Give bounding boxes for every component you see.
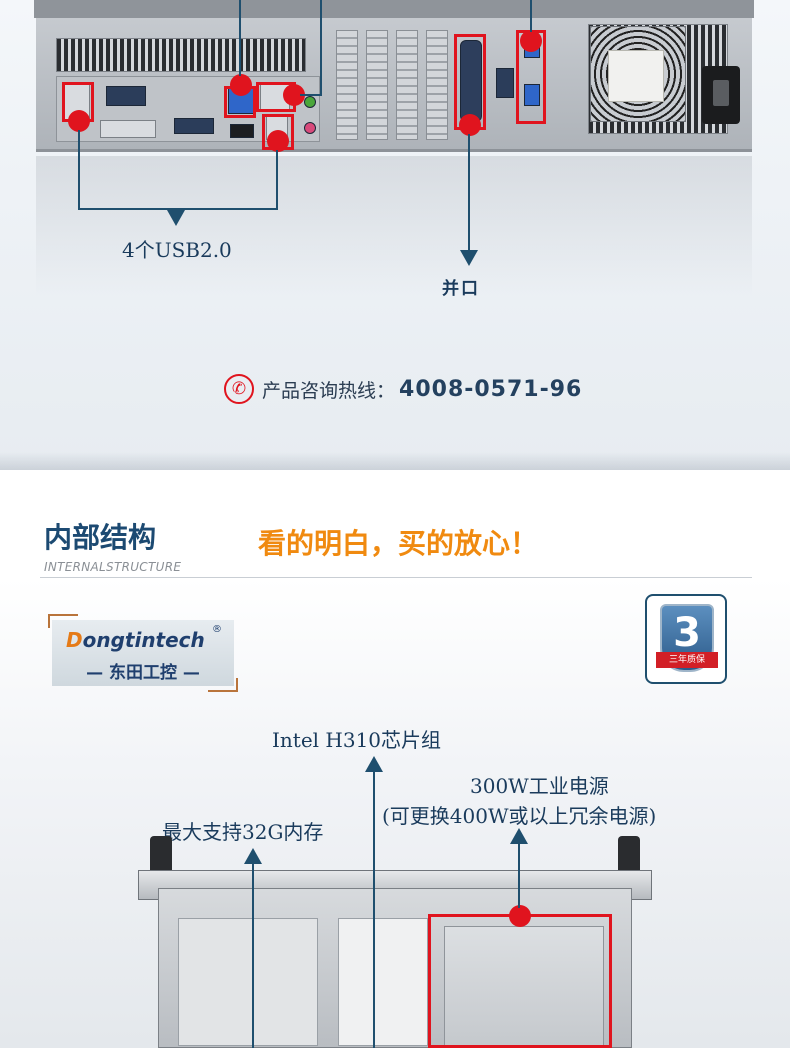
marker-dot [267,130,289,152]
warranty-badge: 3 三年质保 [645,594,727,684]
psu-callout-line1: 300W工业电源 [470,774,609,798]
registered-mark: ® [212,624,222,635]
marker-dot [509,905,531,927]
arrow-down-icon [460,250,478,266]
marker-dot [68,110,90,132]
mic-jack [304,122,316,134]
fan-sticker [608,50,664,102]
rear-panel-section: 4个USB2.0 并口 ✆ 产品咨询热线： 4008-0571-96 [0,0,790,470]
hotline-number: 4008-0571-96 [399,376,583,402]
marker-dot [520,30,542,52]
arrow-up-icon [510,828,528,844]
dvi-port [100,120,156,138]
warranty-years: 3 [673,610,701,656]
arrow-up-icon [244,848,262,864]
shield-icon: 3 三年质保 [656,604,718,672]
arrow-down-icon [167,210,185,226]
phone-icon: ✆ [224,374,254,404]
memory-callout: 最大支持32G内存 [162,820,324,844]
brand-name: Dongtintech [66,628,205,652]
section-subtitle: INTERNALSTRUCTURE [44,560,182,574]
marker-dot [459,114,481,136]
tagline: 看的明白，买的放心！ [258,527,539,560]
usb3-port-card-2 [524,84,540,106]
marker-dot [283,84,305,106]
highlight-psu [428,914,612,1048]
psu-callout-line2: (可更换400W或以上冗余电源) [382,804,657,828]
audio-jack [304,96,316,108]
chipset-callout: Intel H310芯片组 [272,728,442,752]
hotline-label: 产品咨询热线： [262,379,396,402]
vga-port [106,86,146,106]
marker-dot [230,74,252,96]
power-inlet [702,66,740,124]
hdmi-port [230,124,254,138]
warranty-text: 三年质保 [656,652,718,668]
motherboard-area [338,918,428,1046]
rear-vent [56,38,306,72]
usb-callout: 4个USB2.0 [122,238,232,262]
power-supply [444,926,604,1046]
serial-port [496,68,514,98]
drive-bay [178,918,318,1046]
brand-logo: Dongtintech ® — 东田工控 — [48,614,238,692]
section-title: 内部结构 [44,521,157,554]
hotline: ✆ 产品咨询热线： 4008-0571-96 [224,372,582,406]
brand-chinese: — 东田工控 — [86,663,200,683]
com-port [174,118,214,134]
parallel-callout: 并口 [442,279,480,299]
divider [40,577,752,578]
arrow-up-icon [365,756,383,772]
